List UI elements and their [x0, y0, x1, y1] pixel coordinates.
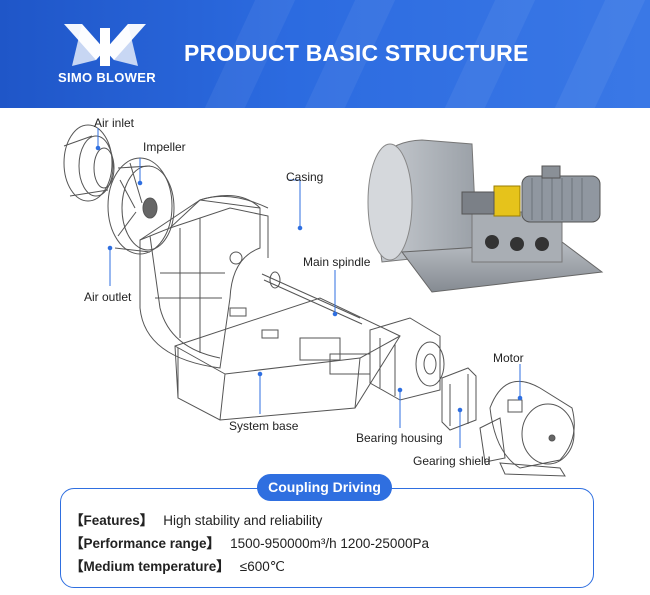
spec-value: 1500-950000m³/h 1200-25000Pa	[230, 536, 429, 551]
label-gearing-shield: Gearing shield	[413, 454, 491, 468]
label-air-outlet: Air outlet	[84, 290, 132, 304]
label-air-inlet: Air inlet	[94, 116, 135, 130]
label-casing: Casing	[286, 170, 324, 184]
air-inlet-drawing	[63, 124, 115, 202]
header-banner: SIMO BLOWER PRODUCT BASIC STRUCTURE	[0, 0, 650, 108]
spec-row-temperature: 【Medium temperature】 ≤600℃	[70, 555, 285, 575]
motor-drawing	[479, 380, 575, 477]
spec-label: 【Features】	[70, 513, 154, 528]
spec-label: 【Medium temperature】	[70, 559, 230, 574]
page-title: PRODUCT BASIC STRUCTURE	[184, 40, 529, 66]
bearing-housing-drawing	[369, 317, 445, 401]
spindle-drawing	[261, 271, 363, 325]
coupling-driving-badge: Coupling Driving	[257, 474, 392, 501]
spec-value: High stability and reliability	[163, 513, 323, 528]
exploded-diagram	[63, 124, 575, 477]
spec-label: 【Performance range】	[70, 536, 221, 551]
spec-row-features: 【Features】 High stability and reliability	[70, 509, 322, 529]
label-main-spindle: Main spindle	[303, 255, 371, 269]
simo-logo-icon	[64, 24, 146, 66]
gearing-shield-drawing	[441, 367, 477, 431]
label-motor: Motor	[493, 351, 524, 365]
spec-row-performance: 【Performance range】 1500-950000m³/h 1200-…	[70, 532, 429, 552]
spec-value: ≤600℃	[239, 559, 285, 574]
system-base-drawing	[174, 297, 401, 421]
label-impeller: Impeller	[143, 140, 186, 154]
product-photo	[367, 139, 604, 293]
label-system-base: System base	[229, 419, 299, 433]
brand-name: SIMO BLOWER	[58, 70, 156, 85]
casing-drawing	[139, 195, 269, 369]
label-bearing-housing: Bearing housing	[356, 431, 443, 445]
impeller-drawing	[107, 157, 175, 255]
